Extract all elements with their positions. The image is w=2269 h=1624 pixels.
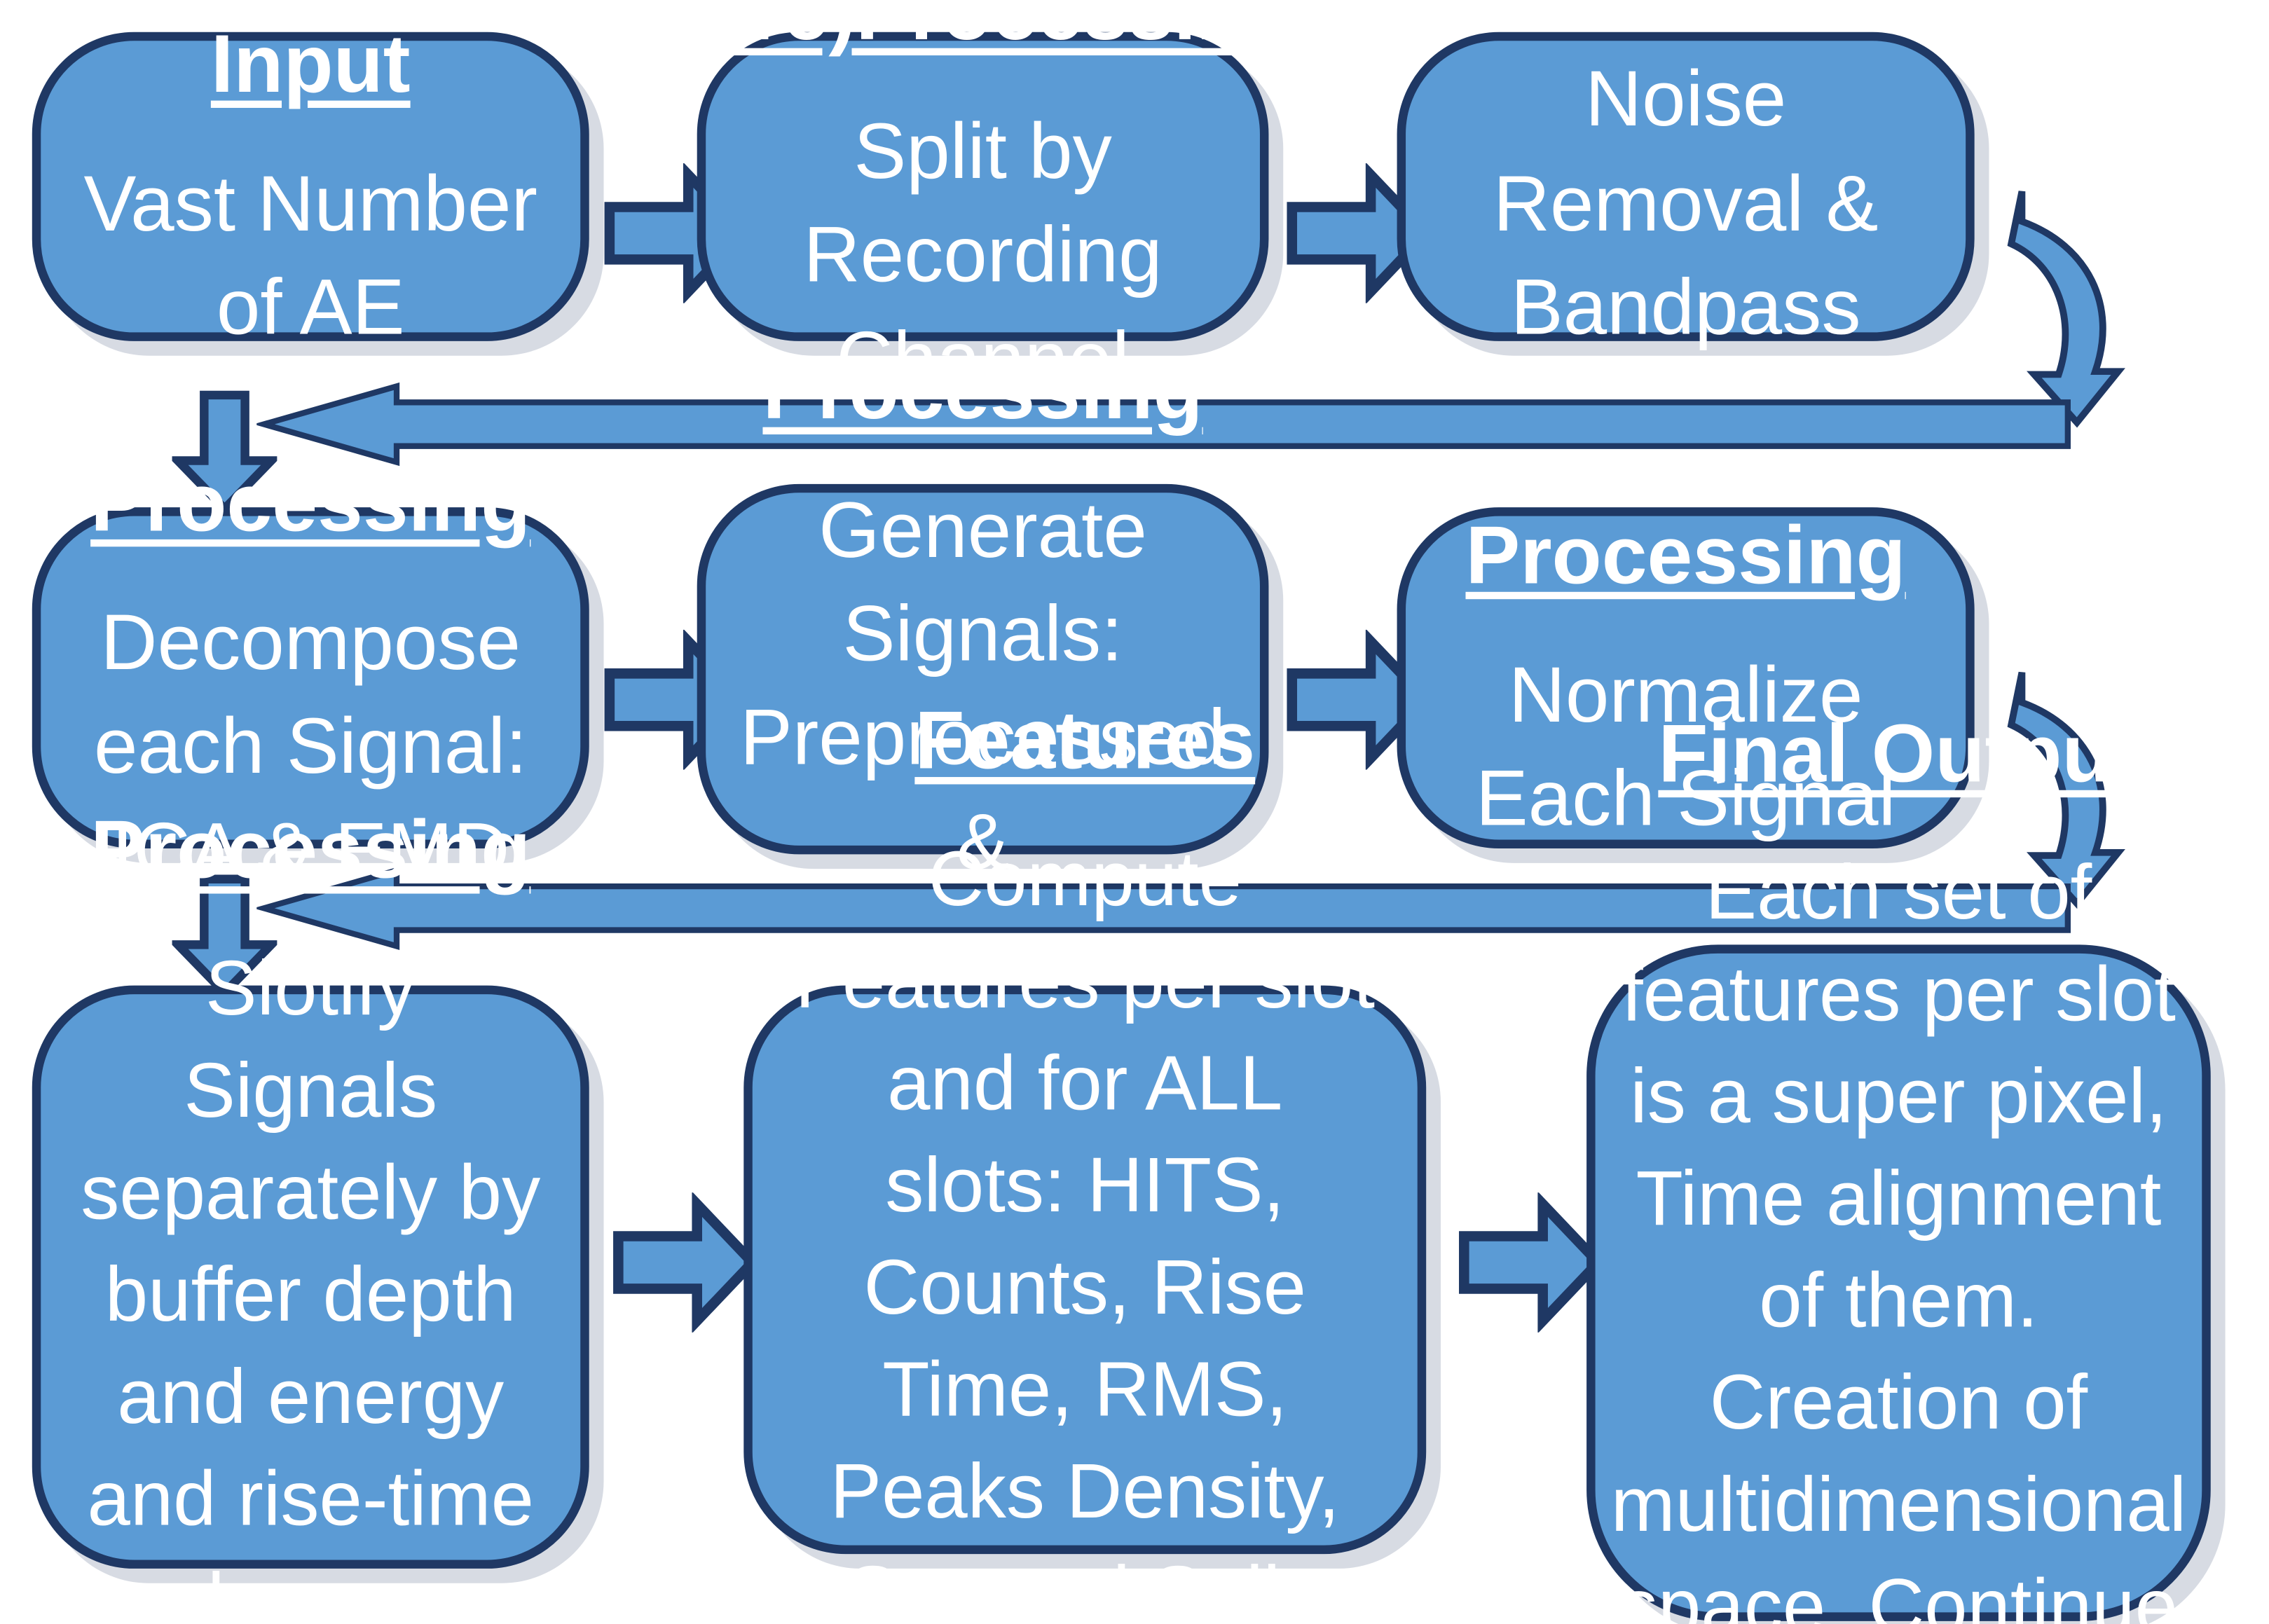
return-arrow-row1-icon xyxy=(256,382,2073,467)
down-arrow-icon xyxy=(172,390,277,514)
node-generate[interactable]: Processing Generate Signals: Preprocesse… xyxy=(697,344,1269,990)
node-body: Compute Features per slot and for ALL sl… xyxy=(795,837,1376,1624)
node-title: Final Output xyxy=(1658,707,2139,799)
node-body: Slotify Signals separately by buffer dep… xyxy=(81,946,541,1624)
node-pre-split[interactable]: (Pre)Processing Split by Recording Chann… xyxy=(670,0,1296,404)
node-body: Generate Signals: Preprocessed & Constit… xyxy=(739,486,1226,990)
arrow-right-icon xyxy=(1458,1192,1605,1333)
node-title: Features xyxy=(914,694,1256,787)
return-arrow-row2-icon xyxy=(256,866,2073,951)
node-normalize[interactable]: Processing Normalize Each Signal xyxy=(1397,507,1975,849)
node-slotify[interactable]: Processing Slotify Signals separately by… xyxy=(32,804,589,1624)
node-title: Processing xyxy=(90,803,531,895)
node-final-output[interactable]: Final Output Each set of features per sl… xyxy=(1586,708,2211,1624)
curved-return-arrow-icon xyxy=(2003,178,2164,433)
node-body: Normalize Each Signal xyxy=(1475,651,1896,843)
node-title: Processing xyxy=(762,343,1203,436)
node-pre-filter[interactable]: (Pre)Processing Noise Removal & Bandpass… xyxy=(1373,0,1999,455)
node-title: Processing xyxy=(1465,508,1906,600)
node-input[interactable]: Input Vast Number of AE xyxy=(32,17,589,351)
arrow-right-icon xyxy=(612,1192,759,1333)
node-body: Each set of features per slot is a super… xyxy=(1610,850,2187,1624)
node-body: Split by Recording Channel xyxy=(803,108,1163,404)
node-title: (Pre)Processing xyxy=(1373,0,1999,11)
node-features[interactable]: Features Compute Features per slot and f… xyxy=(743,694,1427,1624)
arrow-right-icon xyxy=(1286,163,1432,303)
node-body: Decompose each Signal: ICA & EMD xyxy=(93,599,528,895)
node-title: Processing xyxy=(90,456,531,549)
down-arrow-icon xyxy=(172,874,277,998)
curved-return-arrow-icon xyxy=(2003,659,2164,914)
node-body: Vast Number of AE xyxy=(83,160,537,352)
node-title: (Pre)Processing xyxy=(669,0,1296,57)
node-decompose[interactable]: Processing Decompose each Signal: ICA & … xyxy=(32,457,589,895)
node-title: Input xyxy=(210,17,411,109)
